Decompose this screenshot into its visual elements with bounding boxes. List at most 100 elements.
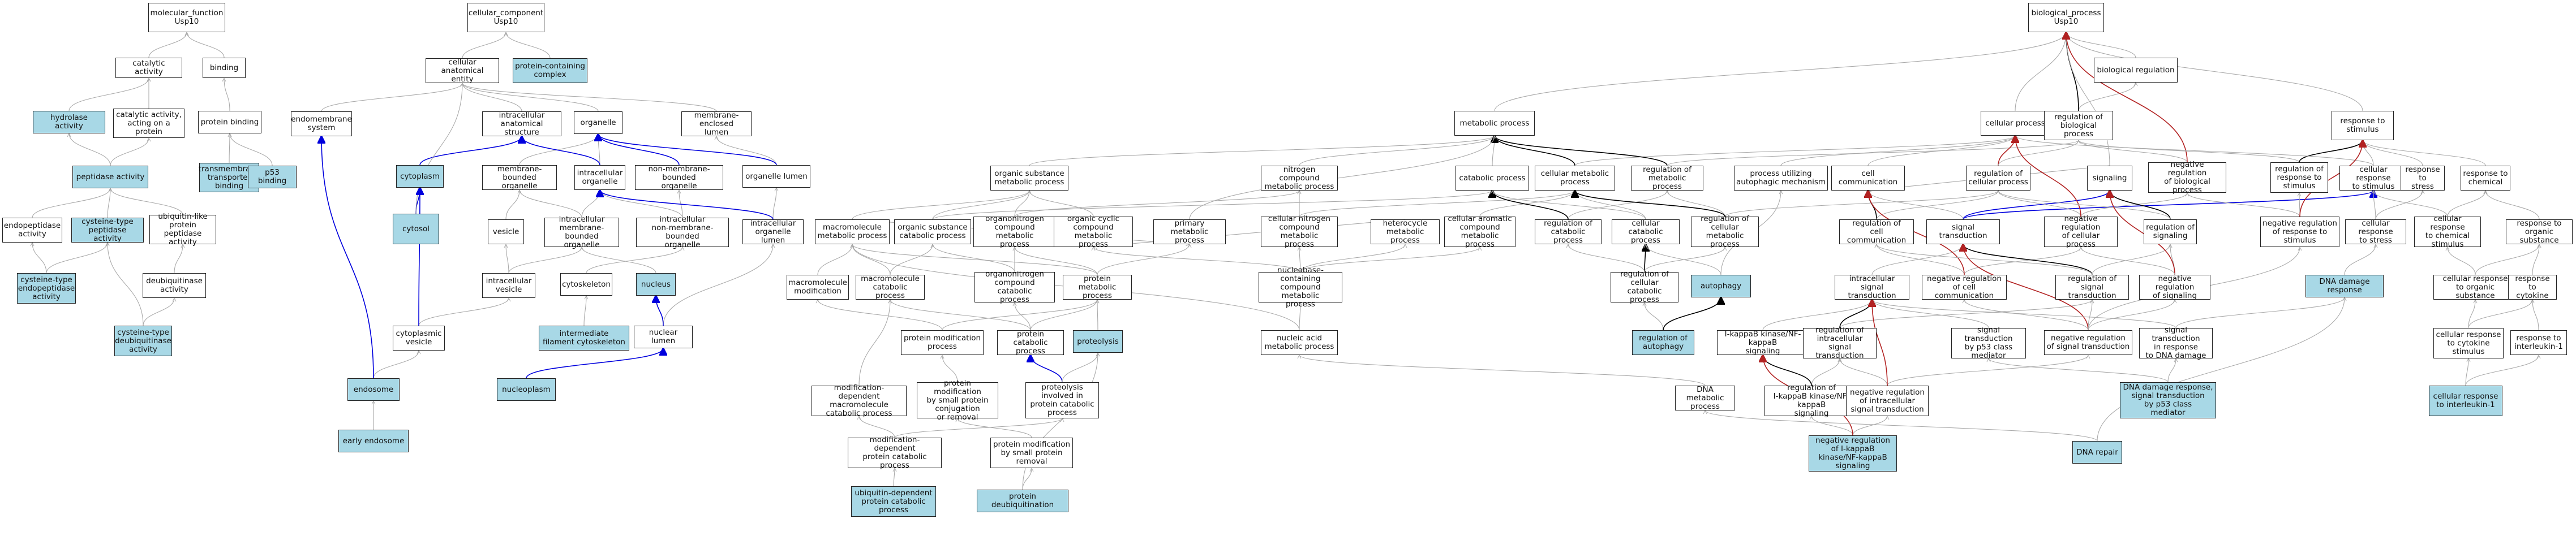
node-protein-modification[interactable]: protein modification process	[901, 330, 984, 355]
node-biological-process[interactable]: biological_process Usp10	[2028, 3, 2104, 32]
node-signal-transduction-dna-damage[interactable]: signal transduction in response to DNA d…	[2139, 326, 2213, 360]
node-intracellular-organelle-lumen[interactable]: intracellular organelle lumen	[742, 219, 804, 244]
node-cellular-response-to-stimulus[interactable]: cellular response to stimulus	[2339, 165, 2407, 191]
node-endopeptidase-activity[interactable]: endopeptidase activity	[2, 218, 62, 243]
node-organonitrogen-catabolic[interactable]: organonitrogen compound catabolic proces…	[974, 270, 1055, 304]
node-cysteine-type-peptidase[interactable]: cysteine-type peptidase activity	[71, 217, 144, 243]
node-protein-metabolic[interactable]: protein metabolic process	[1063, 274, 1132, 300]
node-signal-transduction-p53[interactable]: signal transduction by p53 class mediato…	[1951, 326, 2026, 360]
node-biological-regulation[interactable]: biological regulation	[2094, 58, 2178, 83]
node-cysteine-type-endopeptidase[interactable]: cysteine-type endopeptidase activity	[17, 273, 76, 304]
node-intracellular-anatomical-structure[interactable]: intracellular anatomical structure	[482, 111, 561, 136]
node-intermediate-filament-cytoskeleton[interactable]: intermediate filament cytoskeleton	[539, 326, 629, 351]
node-response-to-organic-substance[interactable]: response to organic substance	[2506, 219, 2573, 244]
node-non-membrane-bounded-organelle[interactable]: non-membrane-bounded organelle	[635, 165, 723, 190]
node-protein-modification-small-protein-removal[interactable]: protein modification by small protein re…	[990, 438, 1073, 468]
node-peptidase-activity[interactable]: peptidase activity	[72, 166, 148, 188]
node-endomembrane-system[interactable]: endomembrane system	[291, 111, 352, 136]
node-negative-regulation-of-signal-transduction[interactable]: negative regulation of signal transducti…	[2044, 330, 2132, 355]
node-deubiquitinase-activity[interactable]: deubiquitinase activity	[143, 273, 206, 298]
node-cytoplasm[interactable]: cytoplasm	[396, 165, 444, 188]
node-membrane-bounded-organelle[interactable]: membrane-bounded organelle	[482, 165, 557, 190]
node-regulation-of-metabolic-process[interactable]: regulation of metabolic process	[1631, 165, 1703, 191]
node-cellular-response-to-interleukin-1[interactable]: cellular response to interleukin-1	[2429, 386, 2502, 416]
node-cellular-anatomical-entity[interactable]: cellular anatomical entity	[426, 58, 499, 83]
node-ubiquitin-like-peptidase[interactable]: ubiquitin-like protein peptidase activit…	[149, 213, 216, 247]
node-binding[interactable]: binding	[203, 58, 246, 78]
node-ubiquitin-dependent-protein-catabolic[interactable]: ubiquitin-dependent protein catabolic pr…	[851, 486, 936, 517]
node-response-to-chemical[interactable]: response to chemical	[2461, 166, 2510, 191]
node-hydrolase-activity[interactable]: hydrolase activity	[33, 111, 105, 133]
node-macromolecule-catabolic[interactable]: macromolecule catabolic process	[856, 274, 925, 300]
node-cellular-aromatic-metabolic[interactable]: cellular aromatic compound metabolic pro…	[1444, 215, 1515, 249]
node-autophagy[interactable]: autophagy	[1691, 275, 1751, 297]
node-cytoskeleton[interactable]: cytoskeleton	[560, 273, 612, 296]
node-negative-regulation-of-intracellular-signal-transduction[interactable]: negative regulation of intracellular sig…	[1846, 386, 1929, 416]
node-proteolysis[interactable]: proteolysis	[1073, 330, 1123, 353]
node-regulation-of-intracellular-signal-transduction[interactable]: regulation of intracellular signal trans…	[1803, 326, 1877, 360]
node-negative-regulation-of-response-to-stimulus[interactable]: negative regulation of response to stimu…	[2260, 217, 2339, 247]
node-regulation-of-signaling[interactable]: regulation of signaling	[2144, 219, 2197, 244]
node-signal-transduction[interactable]: signal transduction	[1926, 219, 2000, 244]
node-ikappab-kinase-signaling[interactable]: I-kappaB kinase/NF-kappaB signaling	[1717, 330, 1809, 355]
node-cellular-response-to-cytokine[interactable]: cellular response to cytokine stimulus	[2433, 328, 2504, 358]
node-organonitrogen-metabolic[interactable]: organonitrogen compound metabolic proces…	[973, 215, 1056, 249]
node-molecular-function[interactable]: molecular_function Usp10	[148, 3, 225, 32]
node-proteolysis-protein-catabolic[interactable]: proteolysis involved in protein cataboli…	[1025, 382, 1099, 418]
node-p53-binding[interactable]: p53 binding	[248, 166, 297, 188]
node-modification-dependent-protein-catabolic[interactable]: modification-dependent protein catabolic…	[848, 436, 942, 470]
node-cellular-response-to-organic-substance[interactable]: cellular response to organic substance	[2433, 274, 2517, 300]
node-regulation-of-cellular-catabolic[interactable]: regulation of cellular catabolic process	[1611, 270, 1678, 304]
node-nucleus[interactable]: nucleus	[636, 273, 676, 296]
node-response-to-stimulus[interactable]: response to stimulus	[2332, 111, 2394, 140]
node-negative-regulation-of-biological-process[interactable]: negative regulation of biological proces…	[2148, 161, 2226, 194]
node-intracellular-vesicle[interactable]: intracellular vesicle	[482, 273, 535, 298]
node-regulation-of-cellular-process[interactable]: regulation of cellular process	[1966, 166, 2030, 191]
node-metabolic-process[interactable]: metabolic process	[1454, 111, 1535, 136]
node-catabolic-process[interactable]: catabolic process	[1456, 166, 1529, 191]
node-dna-damage-response[interactable]: DNA damage response	[2305, 275, 2384, 297]
node-intracellular-membrane-bounded-organelle[interactable]: intracellular membrane-bounded organelle	[544, 215, 619, 249]
node-intracellular-signal-transduction[interactable]: intracellular signal transduction	[1835, 274, 1909, 300]
node-protein-modification-conjugation[interactable]: protein modification by small protein co…	[917, 379, 998, 421]
node-protein-binding[interactable]: protein binding	[198, 111, 261, 133]
node-cellular-response-to-stress[interactable]: cellular response to stress	[2345, 219, 2406, 244]
node-protein-containing-complex[interactable]: protein-containing complex	[513, 58, 587, 83]
node-nucleobase-containing-metabolic[interactable]: nucleobase-containing compound metabolic…	[1259, 266, 1342, 308]
node-cellular-metabolic-process[interactable]: cellular metabolic process	[1535, 166, 1615, 191]
node-regulation-of-response-to-stimulus[interactable]: regulation of response to stimulus	[2270, 162, 2328, 193]
node-negative-regulation-of-signaling[interactable]: negative regulation of signaling	[2139, 274, 2210, 300]
node-regulation-of-biological-process[interactable]: regulation of biological process	[2044, 111, 2113, 140]
node-intracellular-non-membrane-bounded-organelle[interactable]: intracellular non-membrane-bounded organ…	[636, 215, 729, 249]
node-cellular-component[interactable]: cellular_component Usp10	[467, 3, 544, 32]
node-catalytic-activity-protein[interactable]: catalytic activity, acting on a protein	[113, 109, 184, 138]
node-dna-damage-p53-signal-transduction[interactable]: DNA damage response, signal transduction…	[2120, 382, 2216, 418]
node-nucleoplasm[interactable]: nucleoplasm	[497, 378, 556, 401]
node-macromolecule-metabolic[interactable]: macromolecule metabolic process	[815, 219, 890, 244]
node-response-to-interleukin-1[interactable]: response to interleukin-1	[2510, 330, 2567, 355]
node-organic-cyclic-metabolic[interactable]: organic cyclic compound metabolic proces…	[1054, 215, 1133, 249]
node-organic-substance-catabolic[interactable]: organic substance catabolic process	[894, 219, 971, 244]
node-organelle-lumen[interactable]: organelle lumen	[742, 165, 810, 188]
node-negative-regulation-of-ikappab-signaling[interactable]: negative regulation of I-kappaB kinase/N…	[1809, 435, 1897, 472]
node-cellular-catabolic[interactable]: cellular catabolic process	[1612, 219, 1680, 244]
node-endosome[interactable]: endosome	[347, 378, 400, 401]
node-early-endosome[interactable]: early endosome	[338, 430, 409, 452]
node-negative-regulation-of-cellular-process[interactable]: negative regulation of cellular process	[2044, 215, 2118, 249]
node-signaling[interactable]: signaling	[2087, 166, 2132, 191]
node-intracellular-organelle[interactable]: intracellular organelle	[574, 165, 625, 190]
node-protein-catabolic[interactable]: protein catabolic process	[997, 330, 1064, 355]
node-membrane-enclosed-lumen[interactable]: membrane-enclosed lumen	[681, 111, 752, 136]
node-regulation-of-ikappab-signaling[interactable]: regulation of I-kappaB kinase/NF-kappaB …	[1764, 384, 1858, 418]
node-regulation-of-signal-transduction[interactable]: regulation of signal transduction	[2055, 274, 2129, 300]
node-autophagic-mechanism[interactable]: process utilizing autophagic mechanism	[1734, 166, 1828, 191]
node-cytoplasmic-vesicle[interactable]: cytoplasmic vesicle	[393, 326, 445, 351]
node-organic-substance-metabolic[interactable]: organic substance metabolic process	[990, 166, 1068, 191]
node-modification-dependent-macromolecule-catabolic[interactable]: modification-dependent macromolecule cat…	[812, 384, 907, 418]
node-regulation-of-cellular-metabolic[interactable]: regulation of cellular metabolic process	[1691, 215, 1759, 249]
node-heterocycle-metabolic[interactable]: heterocycle metabolic process	[1371, 219, 1440, 244]
node-dna-metabolic[interactable]: DNA metabolic process	[1675, 385, 1735, 410]
node-cell-communication[interactable]: cell communication	[1831, 166, 1905, 191]
node-response-to-stress[interactable]: response to stress	[2401, 165, 2445, 191]
node-cellular-response-to-chemical-stimulus[interactable]: cellular response to chemical stimulus	[2414, 215, 2481, 249]
